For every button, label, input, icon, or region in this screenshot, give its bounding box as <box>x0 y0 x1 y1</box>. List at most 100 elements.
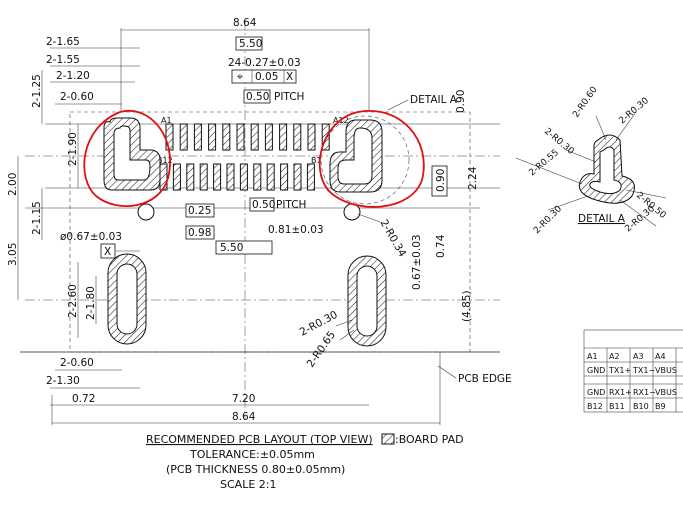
drill-hole-left <box>137 203 155 221</box>
pin-table-cell: A2 <box>609 352 620 361</box>
dim-0-90-mid: 0.90 <box>435 169 447 192</box>
signal-pad <box>264 123 273 151</box>
shell-pads <box>103 115 410 347</box>
caption-title: RECOMMENDED PCB LAYOUT (TOP VIEW) <box>146 433 373 446</box>
dim-5-50-bot: 5.50 <box>220 242 243 254</box>
red-circle-right <box>318 109 425 208</box>
caption-thickness: (PCB THICKNESS 0.80±0.05mm) <box>166 463 345 476</box>
pin-table-cell: B9 <box>655 402 666 411</box>
signal-pad <box>280 163 289 191</box>
position-tolerance-icon: ⌖ <box>237 71 243 83</box>
signal-pad <box>293 163 302 191</box>
dim-2-00: 2.00 <box>7 173 19 196</box>
pin-table-cell: VBUS <box>655 388 677 397</box>
dim-8-64-bot: 8.64 <box>232 411 256 423</box>
dim-pos-tol: 0.05 <box>255 71 278 83</box>
bottom-dimensions: 2-0.60 2-1.30 0.72 7.20 8.64 PCB EDGE <box>46 352 512 425</box>
board-pad-legend-swatch <box>381 433 395 445</box>
dim-0-50-top: 0.50 <box>246 91 269 103</box>
signal-pad <box>253 163 262 191</box>
position-tolerance-frame: ⌖ 0.05 X <box>231 69 297 84</box>
signal-pad <box>179 123 188 151</box>
pin-table-cell: B10 <box>633 402 649 411</box>
detail-a: 2-R0.60 2-R0.30 2-R0.30 2-R0.55 2-R0.30 … <box>515 85 668 236</box>
detail-a-title: DETAIL A <box>578 213 626 225</box>
pin-label-b12: B12 <box>157 156 173 165</box>
signal-pad <box>307 123 316 151</box>
pin-label-b1: B1 <box>311 156 322 165</box>
red-circle-left <box>83 109 171 208</box>
detail-a-callout: DETAIL A <box>410 94 458 106</box>
signal-pad <box>213 163 222 191</box>
dim-2-1-65: 2-1.65 <box>46 36 80 48</box>
signal-pad <box>193 123 202 151</box>
dim-0-25: 0.25 <box>188 205 211 217</box>
dim-3-05: 3.05 <box>7 243 19 266</box>
dim-2-24: 2.24 <box>467 166 479 190</box>
pin-table-cell: B11 <box>609 402 625 411</box>
signal-pad <box>208 123 217 151</box>
board-pad-legend: :BOARD PAD <box>395 433 464 446</box>
pin-table-cell: RX1+ <box>609 388 632 397</box>
red-annotation-circles <box>83 109 425 208</box>
dim-pitch-count: 24-0.27±0.03 <box>228 57 301 69</box>
dim-2-1-80: 2-1.80 <box>85 286 97 320</box>
signal-pad <box>306 163 315 191</box>
signal-pad <box>266 163 275 191</box>
dim-overall-width-top: 8.64 <box>233 17 257 29</box>
left-dimensions: 2-1.25 2-1.90 2.00 2-1.15 3.05 2-2.60 2-… <box>7 70 97 338</box>
pin-table-cell: TX1+ <box>608 366 631 375</box>
signal-pad <box>293 123 302 151</box>
pin-table-cell: A1 <box>587 352 598 361</box>
dim-2-1-90: 2-1.90 <box>67 132 79 166</box>
signal-pad <box>186 163 195 191</box>
signal-pad <box>222 123 231 151</box>
pin-table-cell: RX1− <box>633 388 656 397</box>
dim-0-50-bot: 0.50 <box>252 199 275 211</box>
detail-r0-30-top: 2-R0.30 <box>618 96 652 127</box>
pin-table-cell: VBUS <box>655 366 677 375</box>
dim-2-1-20: 2-1.20 <box>56 70 90 82</box>
dim-2-1-25: 2-1.25 <box>31 74 43 108</box>
signal-pad <box>165 123 174 151</box>
dim-2-1-15: 2-1.15 <box>31 201 43 235</box>
signal-pad <box>172 163 181 191</box>
caption-scale: SCALE 2:1 <box>220 478 276 491</box>
pin-table-cell: TX1− <box>632 366 655 375</box>
pin-table-cell: GND <box>587 388 605 397</box>
dim-2-1-55: 2-1.55 <box>46 54 80 66</box>
dim-4-85: (4.85) <box>461 290 473 322</box>
signal-pad <box>159 163 168 191</box>
signal-pad <box>239 163 248 191</box>
caption-tolerance: TOLERANCE:±0.05mm <box>189 448 315 461</box>
dim-0-98: 0.98 <box>188 227 211 239</box>
pad-row-bottom <box>159 163 315 191</box>
pin-table-cell: A4 <box>655 352 666 361</box>
pin-table-cell: B12 <box>587 402 603 411</box>
dim-7-20: 7.20 <box>232 393 255 405</box>
pad-row-top <box>165 123 330 151</box>
dim-phi-0-67: ø0.67±0.03 <box>60 231 122 243</box>
signal-pad <box>226 163 235 191</box>
dim-2-0-60-bot: 2-0.60 <box>60 357 94 369</box>
pin-label-a1: A1 <box>161 116 172 125</box>
signal-pad <box>279 123 288 151</box>
dim-2-1-30: 2-1.30 <box>46 375 80 387</box>
detail-r0-30-bl: 2-R0.30 <box>532 204 564 236</box>
dim-2-r0-34: 2-R0.34 <box>377 218 408 260</box>
dim-2-0-60-top: 2-0.60 <box>60 91 94 103</box>
pin-table-cell: A3 <box>633 352 644 361</box>
signal-pad <box>236 123 245 151</box>
pin-table-cell: GND <box>587 366 605 375</box>
dim-0-72: 0.72 <box>72 393 95 405</box>
dim-2-2-60: 2-2.60 <box>67 284 79 318</box>
dim-0-81: 0.81±0.03 <box>268 224 324 236</box>
signal-pad <box>199 163 208 191</box>
drill-hole-right <box>343 203 361 221</box>
dim-0-90-right: 0.90 <box>455 90 467 113</box>
caption: RECOMMENDED PCB LAYOUT (TOP VIEW) TOLERA… <box>146 433 464 491</box>
pitch-label-bot: PITCH <box>276 199 306 211</box>
dim-pos-datum: X <box>286 71 293 83</box>
